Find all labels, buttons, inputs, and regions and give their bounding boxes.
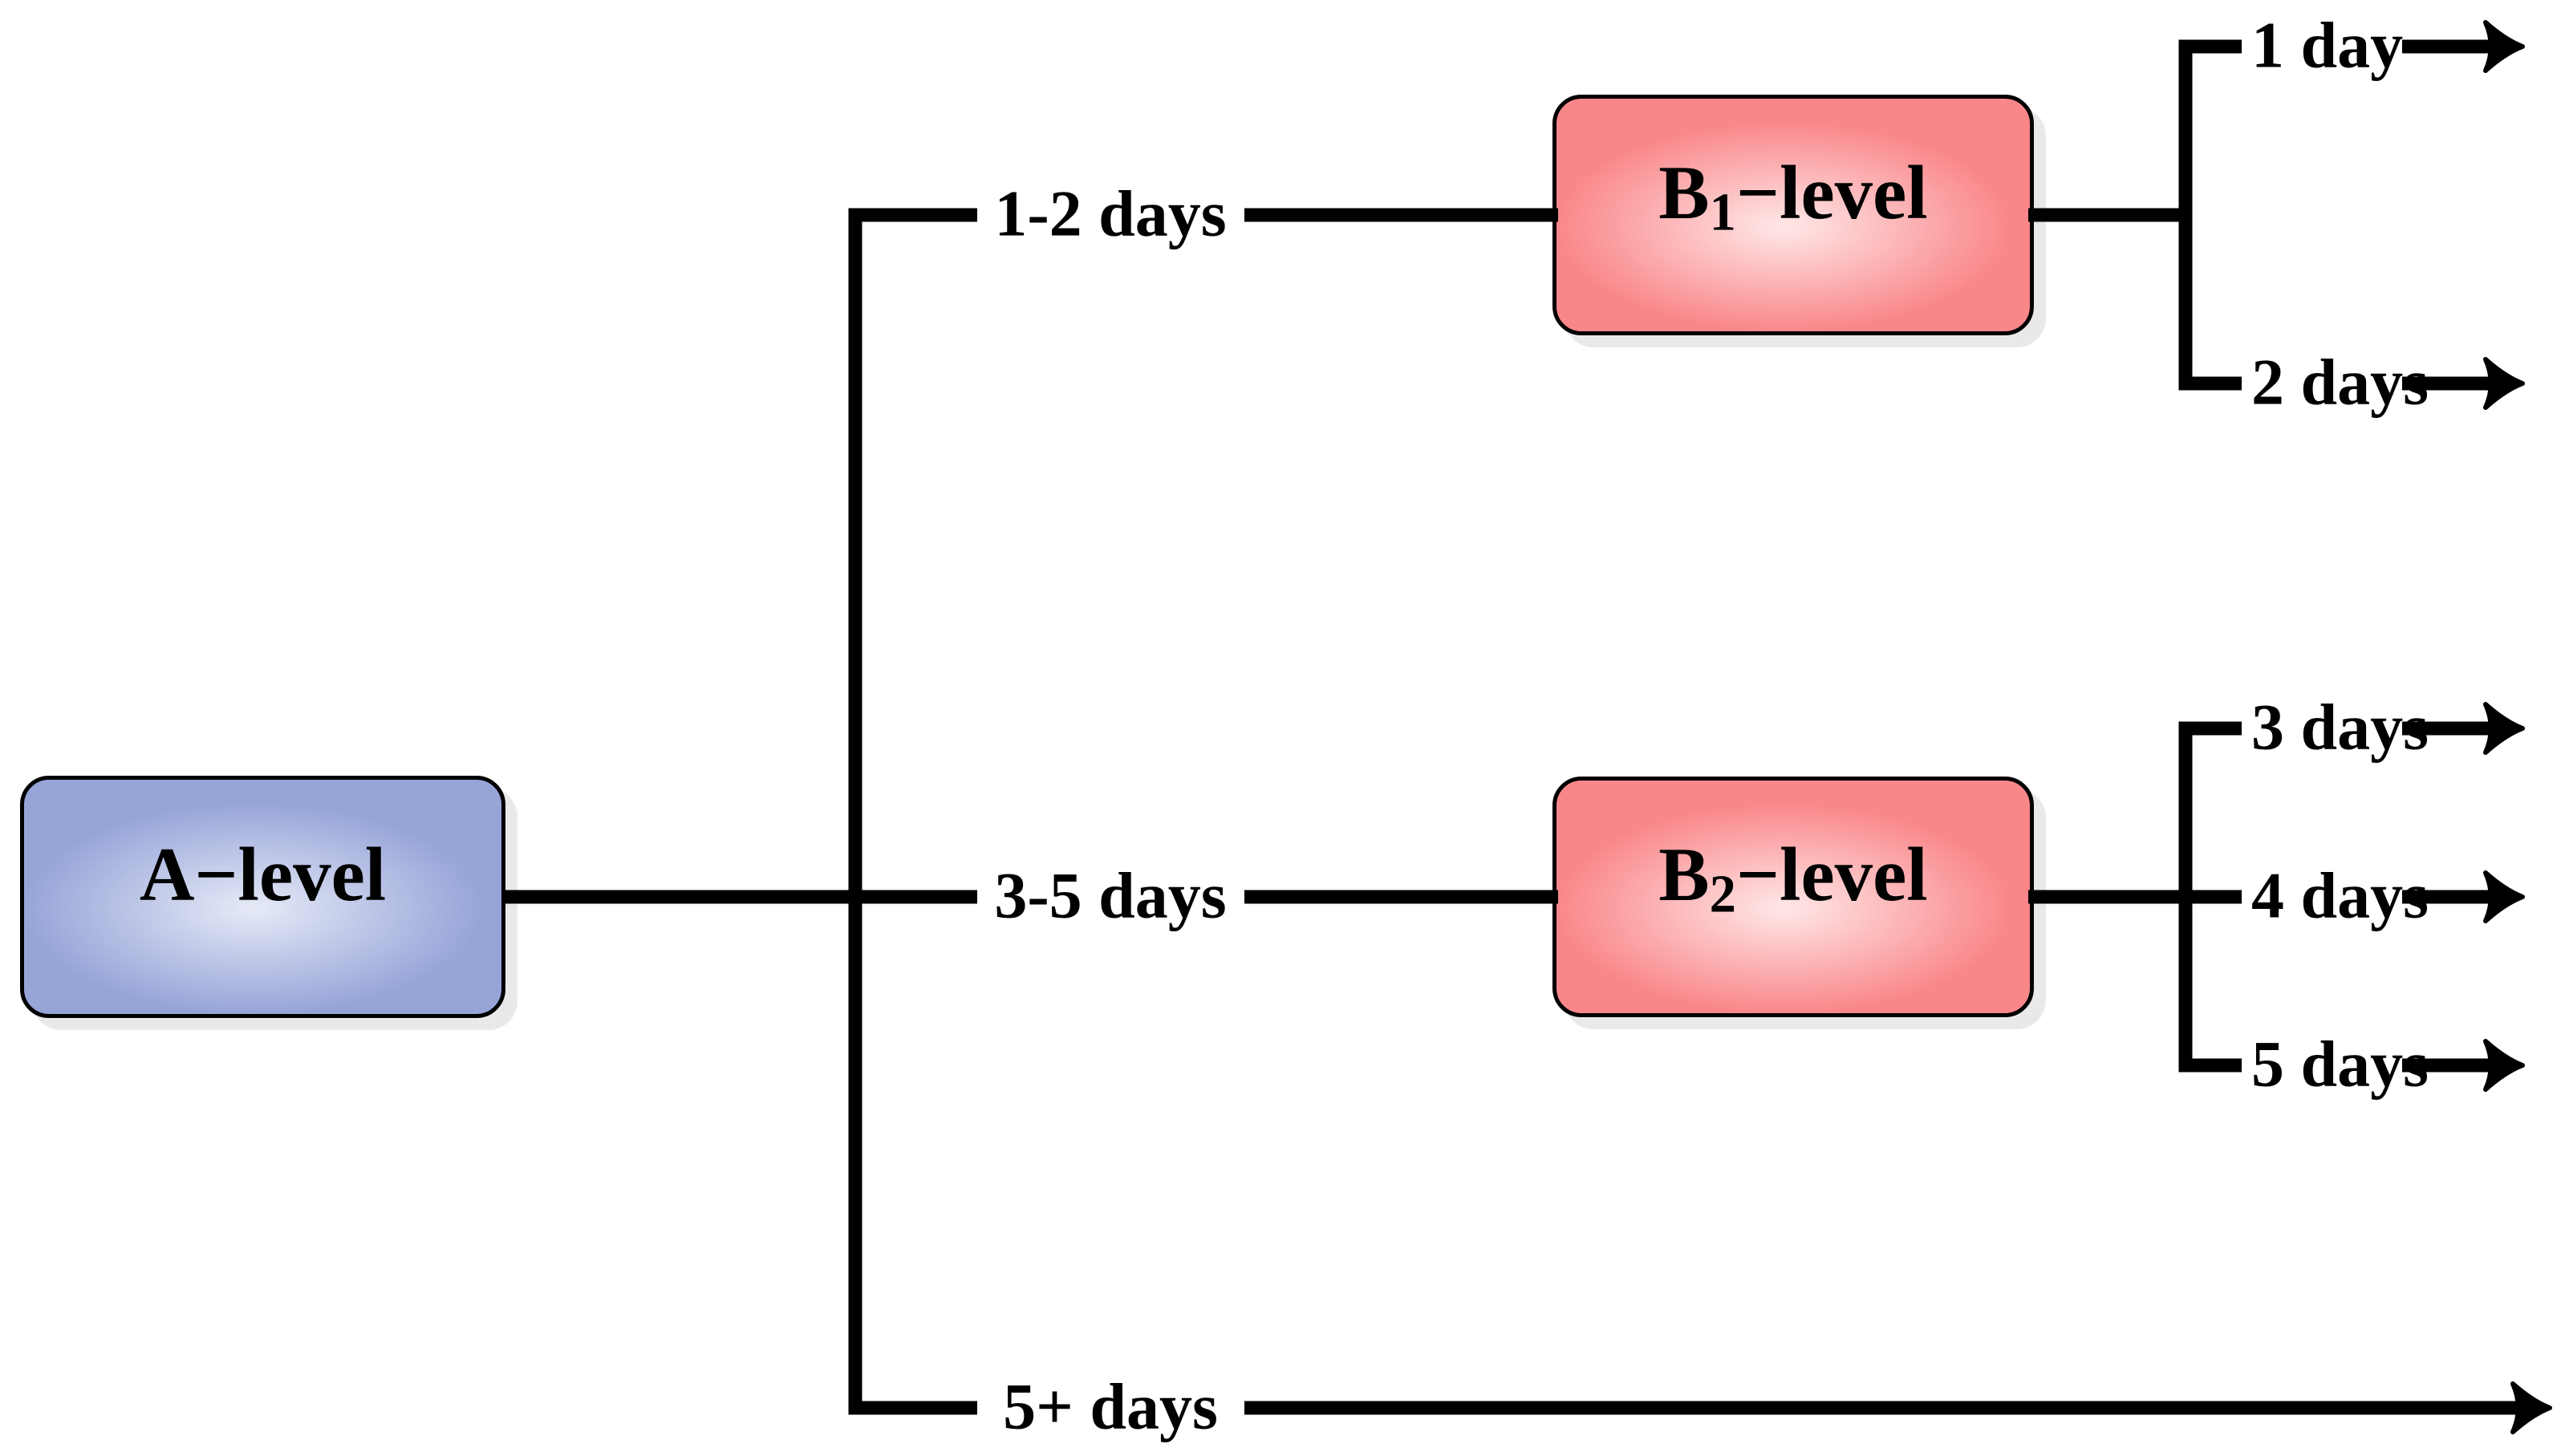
b1-outcomes-bracket — [2178, 39, 2242, 391]
node-a-level-label: A−level — [139, 832, 387, 917]
branch-label-5plus-days: 5+ days — [1003, 1369, 1218, 1443]
arrowhead-1-day — [2483, 20, 2525, 73]
arrowhead-2-days — [2483, 357, 2525, 410]
node-b1-level: B1−level — [1552, 95, 2034, 335]
node-b2-level: B2−level — [1552, 777, 2034, 1017]
b2-outcomes-bracket — [2178, 721, 2242, 1073]
outcome-label-3-days: 3 days — [2251, 690, 2429, 764]
arrowhead-5plus-exit — [2510, 1381, 2552, 1434]
outcome-label-4-days: 4 days — [2251, 858, 2429, 932]
outcome-label-1-day: 1 day — [2251, 8, 2404, 82]
arrowhead-5-days — [2483, 1039, 2525, 1092]
arrowhead-3-days — [2483, 702, 2525, 755]
node-b2-level-label: B2−level — [1658, 832, 1928, 924]
trunk-bracket-line — [848, 208, 977, 1415]
arrowhead-4-days — [2483, 870, 2525, 923]
outcome-label-5-days: 5 days — [2251, 1027, 2429, 1101]
outcome-label-2-days: 2 days — [2251, 345, 2429, 419]
branch-label-3-5-days: 3-5 days — [994, 858, 1227, 932]
node-a-level: A−level — [20, 776, 505, 1018]
node-b1-level-label: B1−level — [1658, 150, 1928, 242]
branch-label-1-2-days: 1-2 days — [994, 176, 1227, 250]
